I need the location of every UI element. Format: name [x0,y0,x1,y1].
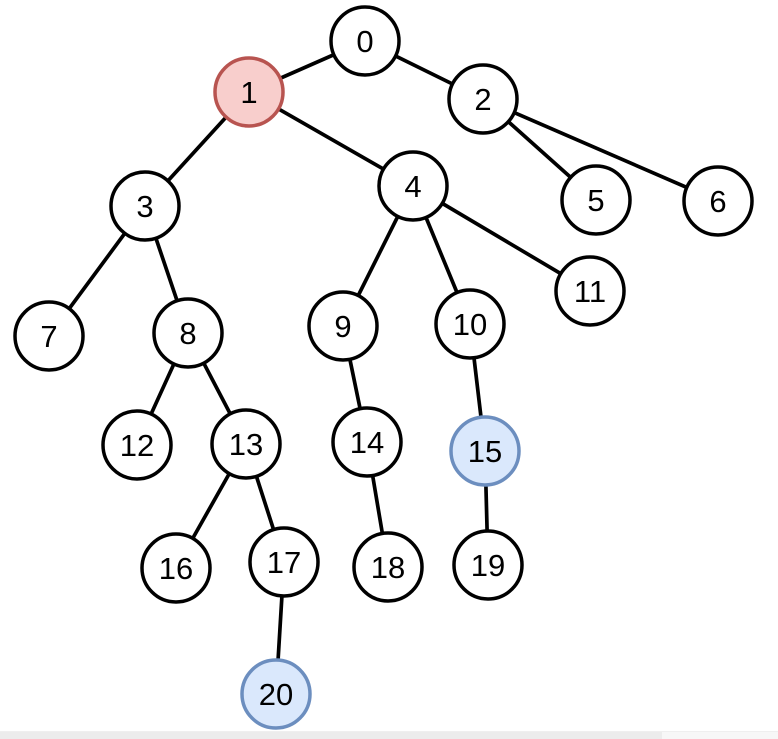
node-5[interactable]: 5 [560,164,632,236]
node-20[interactable]: 20 [240,658,312,730]
node-13[interactable]: 13 [210,408,282,480]
node-label-20: 20 [259,677,293,712]
node-label-14: 14 [350,425,384,460]
node-14[interactable]: 14 [331,406,403,478]
node-label-0: 0 [356,24,373,59]
node-circle-16[interactable] [140,532,212,604]
node-circle-17[interactable] [248,526,320,598]
node-10[interactable]: 10 [434,288,506,360]
node-label-2: 2 [474,82,491,117]
node-label-8: 8 [179,316,196,351]
node-circle-4[interactable] [377,150,449,222]
node-circle-12[interactable] [101,409,173,481]
node-label-19: 19 [471,548,505,583]
node-18[interactable]: 18 [352,531,424,603]
node-label-1: 1 [240,75,257,110]
node-12[interactable]: 12 [101,409,173,481]
node-circle-0[interactable] [329,5,401,77]
node-circle-3[interactable] [109,170,181,242]
node-circle-6[interactable] [682,165,754,237]
node-label-12: 12 [120,428,154,463]
node-circle-15[interactable] [449,415,521,487]
node-circle-11[interactable] [554,255,626,327]
scrollbar-thumb[interactable] [0,732,662,739]
node-label-17: 17 [267,545,301,580]
node-9[interactable]: 9 [307,290,379,362]
node-circle-18[interactable] [352,531,424,603]
node-label-4: 4 [404,169,421,204]
node-16[interactable]: 16 [140,532,212,604]
node-circle-20[interactable] [240,658,312,730]
node-0[interactable]: 0 [329,5,401,77]
node-circle-7[interactable] [13,300,85,372]
node-4[interactable]: 4 [377,150,449,222]
node-label-6: 6 [709,184,726,219]
node-circle-2[interactable] [447,63,519,135]
node-17[interactable]: 17 [248,526,320,598]
node-label-10: 10 [453,307,487,342]
node-label-5: 5 [587,183,604,218]
node-circle-13[interactable] [210,408,282,480]
node-15[interactable]: 15 [449,415,521,487]
node-label-16: 16 [159,551,193,586]
edge-2-6 [481,97,720,203]
node-label-3: 3 [136,189,153,224]
node-circle-9[interactable] [307,290,379,362]
node-label-9: 9 [334,309,351,344]
node-circle-14[interactable] [331,406,403,478]
node-11[interactable]: 11 [554,255,626,327]
node-label-15: 15 [468,434,502,469]
node-circle-10[interactable] [434,288,506,360]
node-label-13: 13 [229,427,263,462]
node-6[interactable]: 6 [682,165,754,237]
node-circle-8[interactable] [152,297,224,369]
horizontal-scrollbar[interactable] [0,731,778,739]
node-label-7: 7 [40,319,57,354]
node-circle-1[interactable] [213,56,285,128]
node-19[interactable]: 19 [452,529,524,601]
node-label-11: 11 [574,274,606,309]
node-7[interactable]: 7 [13,300,85,372]
node-label-18: 18 [371,550,405,585]
node-2[interactable]: 2 [447,63,519,135]
node-8[interactable]: 8 [152,297,224,369]
node-1[interactable]: 1 [213,56,285,128]
node-3[interactable]: 3 [109,170,181,242]
node-circle-5[interactable] [560,164,632,236]
node-circle-19[interactable] [452,529,524,601]
